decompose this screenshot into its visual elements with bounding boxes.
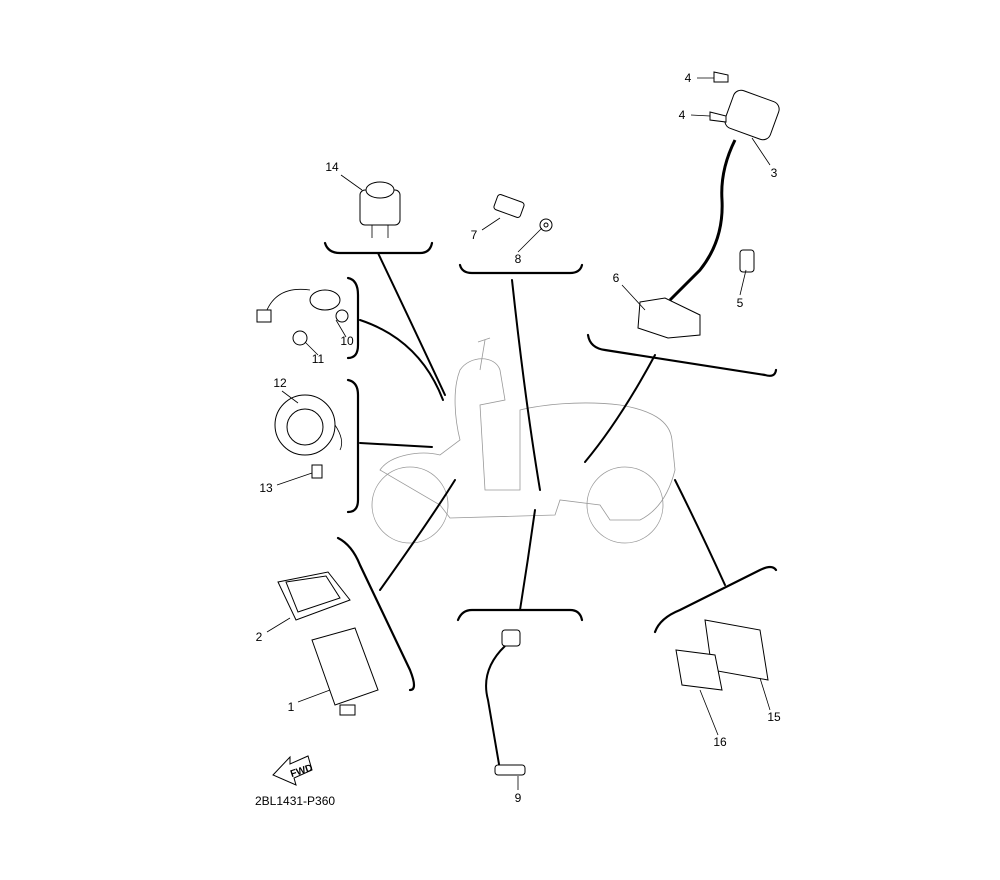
callout-8: 8 <box>515 252 522 266</box>
callout-5: 5 <box>737 296 744 310</box>
part-switch-14 <box>359 181 401 238</box>
callout-labels: 1 2 3 4 4 5 6 7 8 9 10 11 12 13 14 15 16 <box>256 71 781 805</box>
callout-3: 3 <box>771 166 778 180</box>
leader-lines <box>266 77 771 790</box>
callout-6: 6 <box>613 271 620 285</box>
callout-14: 14 <box>325 160 339 174</box>
part-ecu-1-2 <box>277 571 379 716</box>
callout-15: 15 <box>767 710 781 724</box>
callout-10: 10 <box>340 334 354 348</box>
part-ignition-coil <box>637 71 780 339</box>
part-o2-sensor-9 <box>485 629 526 776</box>
callout-12: 12 <box>273 376 287 390</box>
callout-13: 13 <box>259 481 273 495</box>
callout-11: 11 <box>312 352 325 366</box>
part-sensor-7-8 <box>493 194 553 232</box>
callout-7: 7 <box>471 228 478 242</box>
part-sensor-10 <box>256 288 349 346</box>
diagram-code: 2BL1431-P360 <box>255 794 335 808</box>
callout-9: 9 <box>515 791 522 805</box>
callout-4b: 4 <box>679 108 686 122</box>
part-license-light-15-16 <box>675 619 769 691</box>
fwd-arrow-icon: FWD <box>272 755 314 786</box>
callout-4a: 4 <box>685 71 692 85</box>
part-horn-12 <box>274 394 343 479</box>
scooter-outline <box>371 337 676 544</box>
group-brackets <box>323 241 778 692</box>
callout-16: 16 <box>713 735 727 749</box>
callout-1: 1 <box>288 700 295 714</box>
callout-2: 2 <box>256 630 263 644</box>
